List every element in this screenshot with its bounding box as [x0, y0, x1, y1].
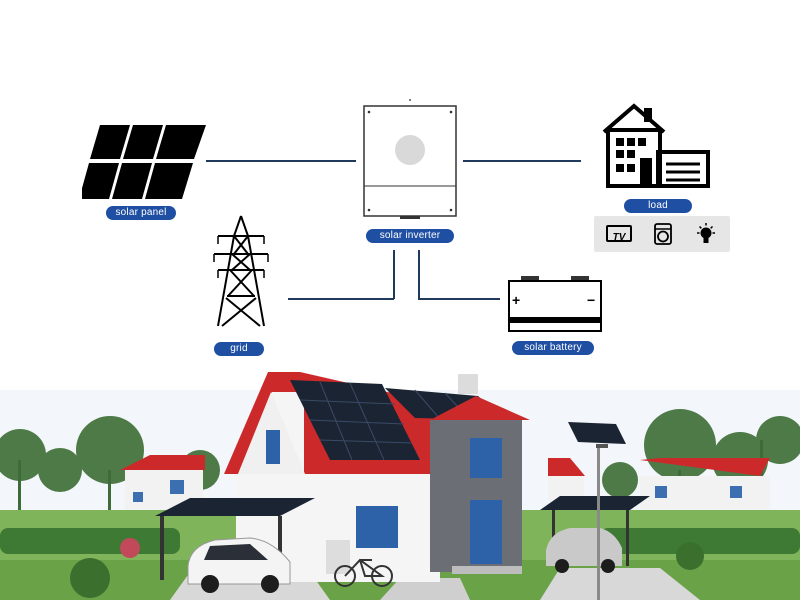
appliance-strip: TV	[594, 216, 730, 252]
battery-icon	[508, 276, 602, 332]
grid-label: grid	[214, 342, 264, 356]
inverter-icon	[363, 99, 457, 219]
solar-inverter-label: solar inverter	[366, 229, 454, 243]
light-bulb-icon	[697, 223, 715, 243]
connector-battery-h	[418, 298, 500, 300]
house-scene-illustration	[0, 360, 800, 600]
battery-positive-text: +	[512, 292, 521, 308]
tv-icon: TV	[606, 225, 632, 243]
tv-icon-text: TV	[612, 232, 626, 243]
washing-machine-icon	[654, 223, 672, 245]
grid-tower-icon	[213, 215, 269, 327]
connector-grid-h	[288, 298, 394, 300]
battery-negative-text: −	[587, 292, 596, 308]
solar-panel-label: solar panel	[106, 206, 176, 220]
connector-grid-v	[393, 250, 395, 299]
solar-battery-label: solar battery	[512, 341, 594, 355]
load-label: load	[624, 199, 692, 213]
connector-panel-inverter	[206, 160, 356, 162]
solar-panel-icon	[82, 125, 206, 199]
connector-battery-v	[418, 250, 420, 299]
connector-inverter-load	[463, 160, 581, 162]
house-load-icon	[602, 103, 710, 188]
